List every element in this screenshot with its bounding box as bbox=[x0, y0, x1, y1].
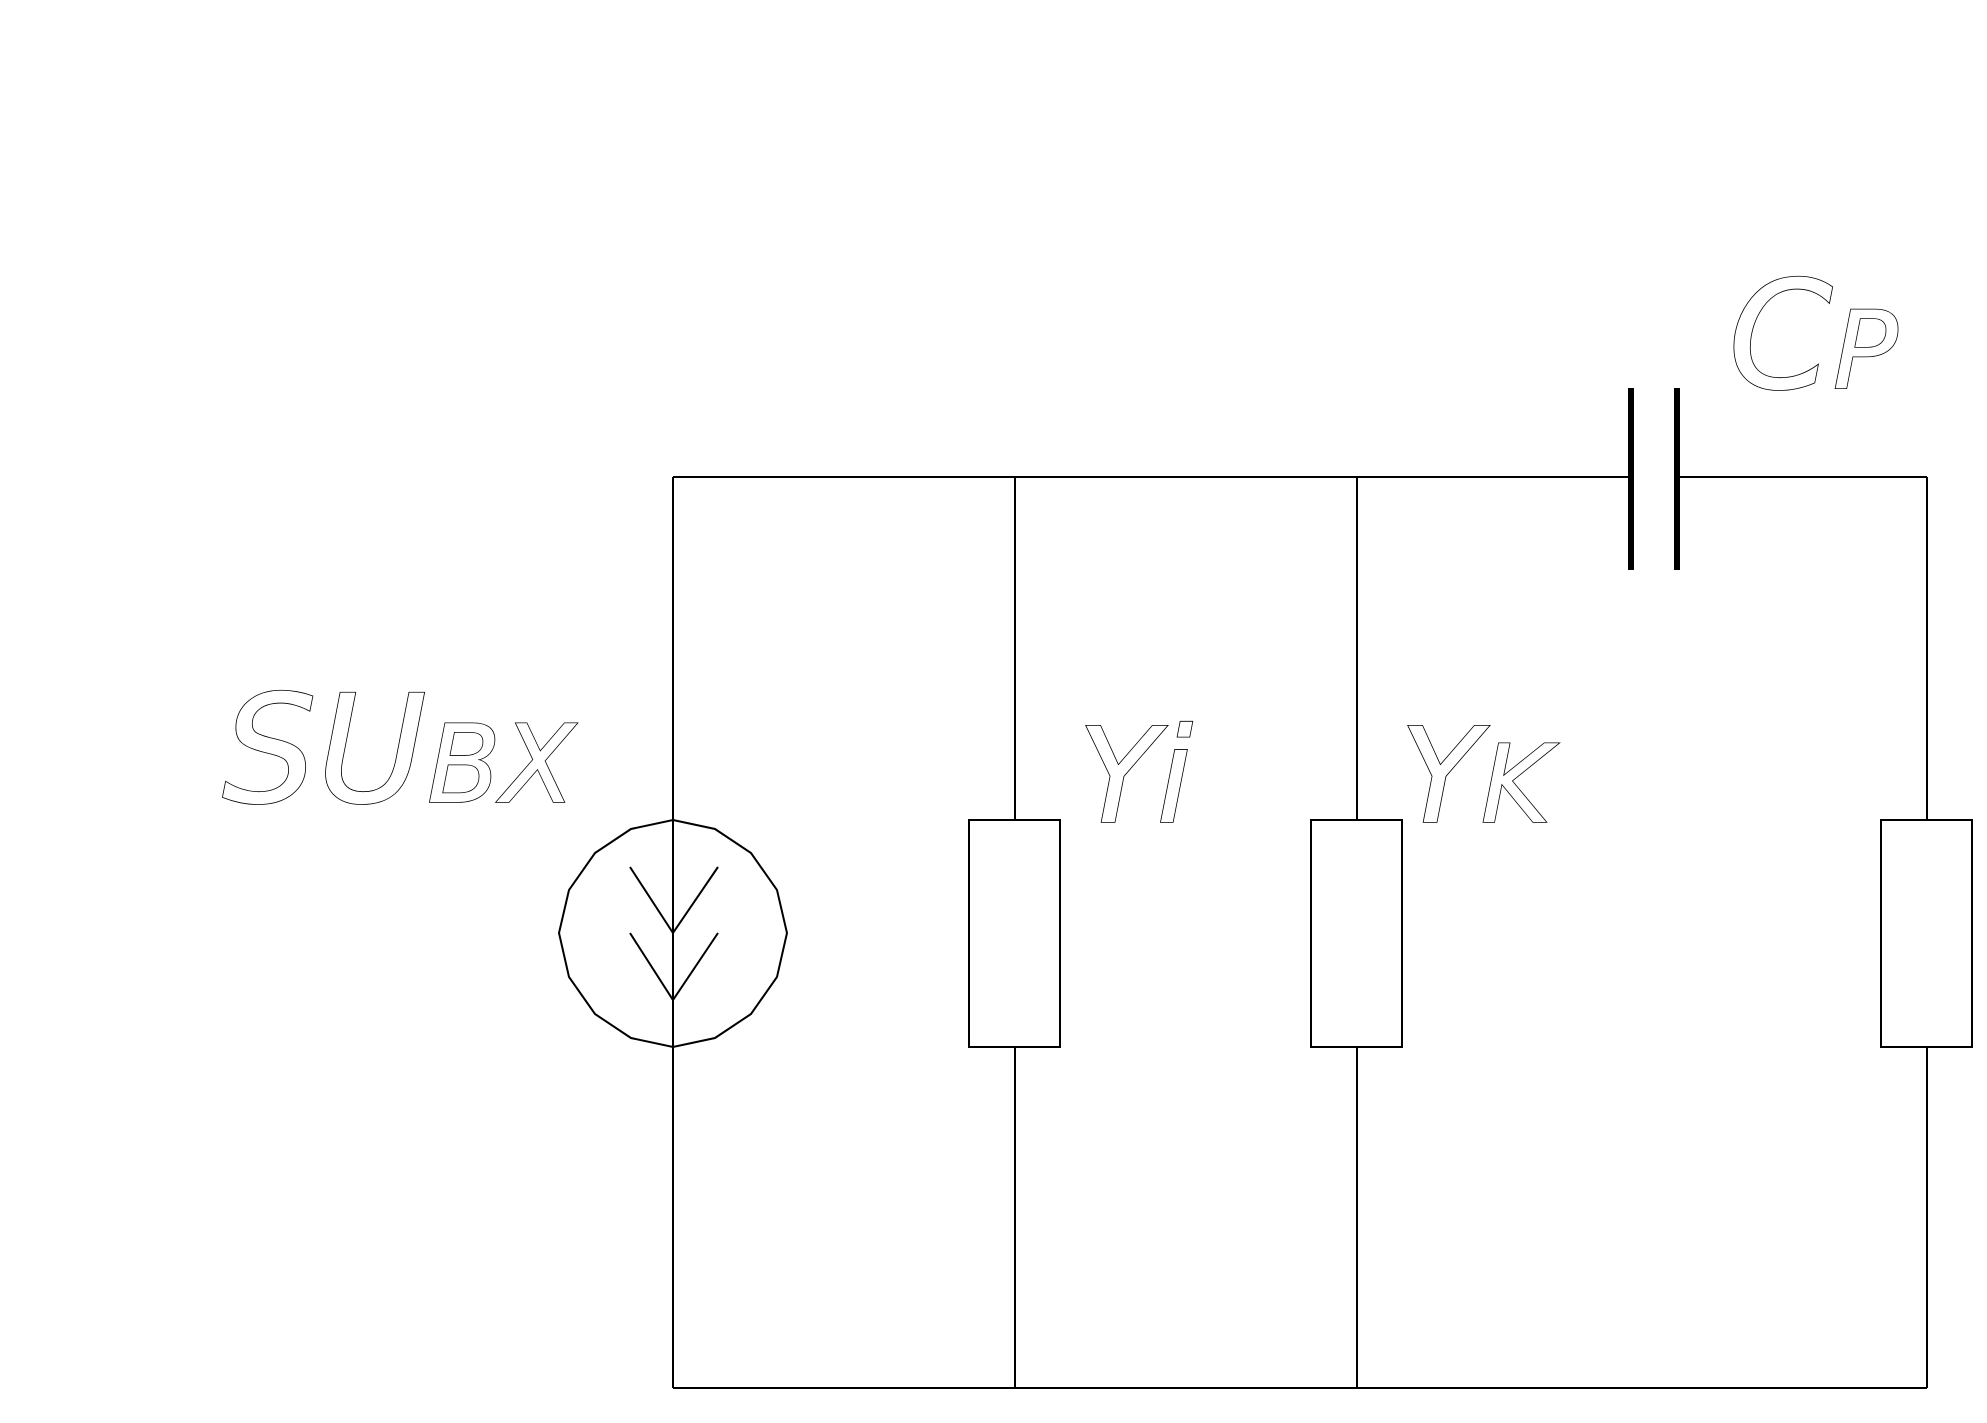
source-label-main: SU bbox=[222, 664, 427, 838]
yk-resistor-body bbox=[1310, 819, 1403, 1048]
source-arrow-lower bbox=[629, 932, 719, 1002]
yi-label-sub: i bbox=[1156, 700, 1193, 854]
yi-resistor-body bbox=[968, 819, 1061, 1048]
cap-label: CP bbox=[1728, 250, 1898, 424]
admittance-yi bbox=[968, 477, 1061, 1388]
capacitor-cp bbox=[1628, 388, 1680, 570]
cap-label-main: C bbox=[1728, 250, 1833, 424]
load-resistor bbox=[1880, 477, 1973, 1388]
yk-label: YK bbox=[1400, 700, 1559, 854]
current-source bbox=[557, 477, 789, 1388]
source-arrow-upper bbox=[629, 866, 719, 935]
source-label-sub: BX bbox=[427, 703, 577, 828]
cap-label-sub: P bbox=[1833, 289, 1898, 414]
yk-label-sub: K bbox=[1481, 723, 1559, 848]
yi-label: Yi bbox=[1078, 700, 1193, 854]
source-label: SUBX bbox=[222, 664, 577, 838]
yk-label-main: Y bbox=[1400, 700, 1490, 854]
load-resistor-body bbox=[1880, 819, 1973, 1048]
yi-label-main: Y bbox=[1078, 700, 1168, 854]
admittance-yk bbox=[1310, 477, 1403, 1388]
